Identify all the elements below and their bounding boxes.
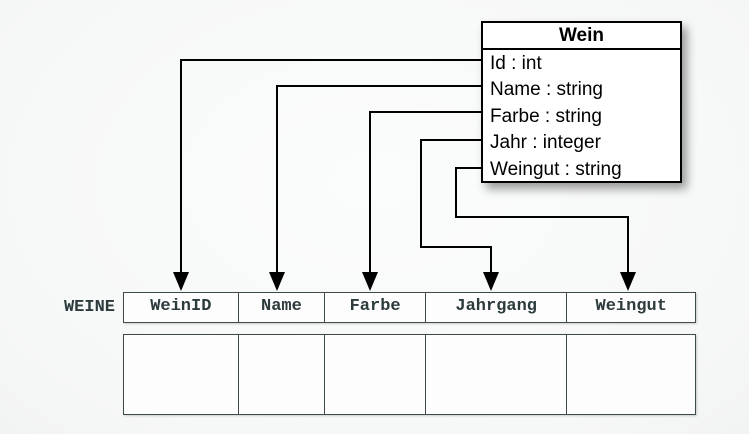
uml-attribute-name: Name : string xyxy=(490,79,603,101)
column-header-weingut: Weingut xyxy=(566,293,695,322)
column-header-farbe: Farbe xyxy=(324,293,425,322)
connector-weingut-to-weingut xyxy=(455,167,629,273)
table-header-row: WeinID Name Farbe Jahrgang Weingut xyxy=(123,292,696,323)
connector-jahr-to-jahrgang xyxy=(420,139,492,273)
column-header-jahrgang: Jahrgang xyxy=(424,293,567,322)
table-cell-farbe xyxy=(324,335,425,414)
table-cell-name xyxy=(237,335,325,414)
arrowhead-farbe xyxy=(362,272,378,291)
arrowhead-jahrgang xyxy=(483,272,499,291)
column-header-name: Name xyxy=(237,293,325,322)
uml-attribute-farbe: Farbe : string xyxy=(490,105,602,127)
uml-attribute-list: Id : int Name : string Farbe : string Ja… xyxy=(483,50,680,183)
uml-attribute-weingut: Weingut : string xyxy=(490,158,622,180)
connector-farbe-to-farbe xyxy=(369,111,482,273)
arrowhead-weinid xyxy=(173,272,189,291)
table-cell-weingut xyxy=(566,335,695,414)
table-cell-jahrgang xyxy=(424,335,567,414)
table-cell-weinid xyxy=(124,335,238,414)
uml-class-wein: Wein Id : int Name : string Farbe : stri… xyxy=(481,21,682,183)
arrowhead-name xyxy=(269,272,285,291)
uml-attribute-jahr: Jahr : integer xyxy=(490,132,601,154)
uml-attribute-id: Id : int xyxy=(490,53,542,74)
table-name-label: WEINE xyxy=(63,298,115,317)
uml-class-title: Wein xyxy=(483,23,680,50)
connector-name-to-name xyxy=(276,85,482,273)
connector-id-to-weinid xyxy=(180,59,482,273)
table-empty-row xyxy=(123,334,696,415)
column-header-weinid: WeinID xyxy=(150,297,212,316)
arrowhead-weingut xyxy=(620,272,636,291)
